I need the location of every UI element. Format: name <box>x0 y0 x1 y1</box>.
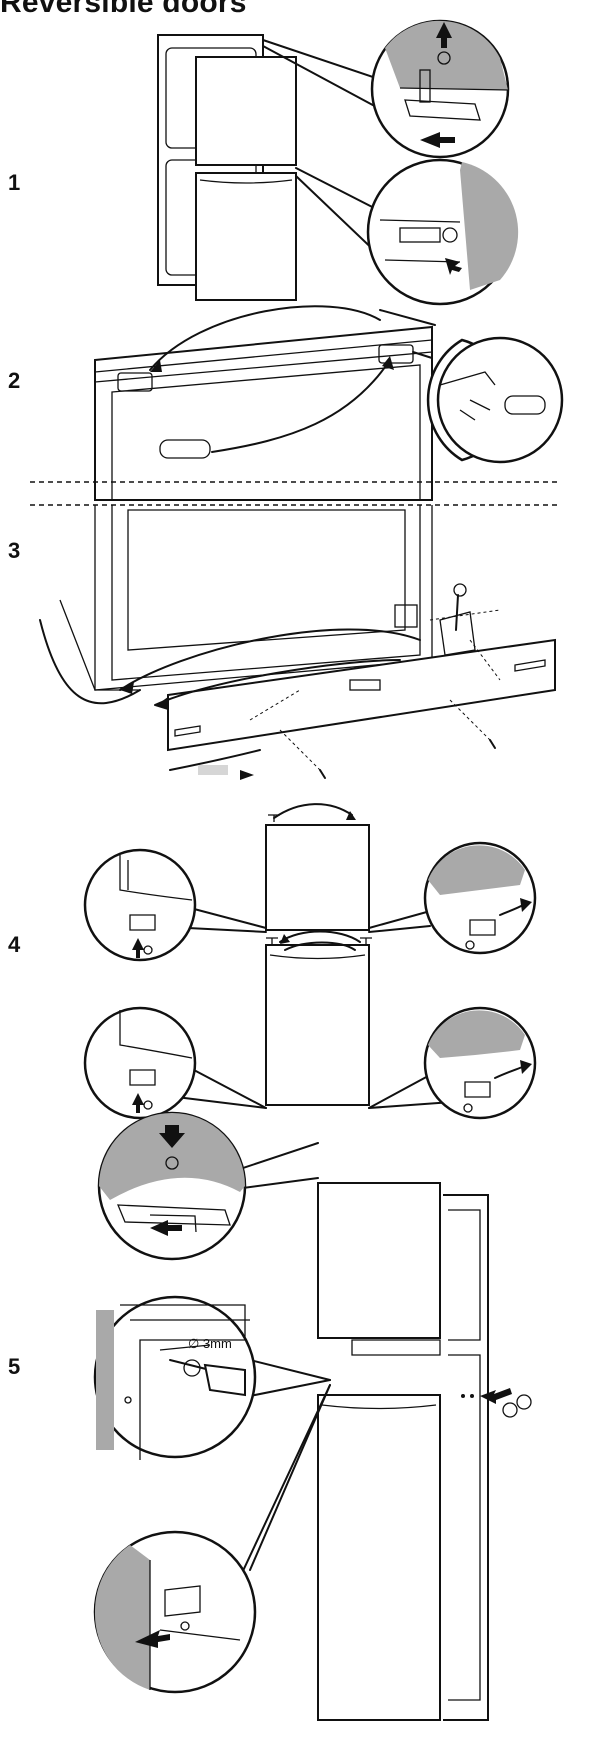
arrow-up-icon <box>132 938 144 958</box>
step-2-detail-handle <box>426 336 564 464</box>
arrow-up-icon <box>132 1093 144 1113</box>
drill-icon <box>203 1363 246 1397</box>
step-5-detail-drill: ∅ 3mm <box>93 1295 257 1460</box>
arrow-up-icon <box>436 22 452 48</box>
kick-plate <box>167 638 556 752</box>
step-number-4: 4 <box>8 932 21 957</box>
curved-arrow-icon <box>520 1060 532 1074</box>
drill-size-label: ∅ 3mm <box>188 1336 232 1351</box>
step-4-detail-upper-left <box>83 848 197 962</box>
screw-icon <box>268 814 280 822</box>
upper-door <box>265 824 370 931</box>
step-4-doors-illustration <box>159 803 481 1109</box>
step-4-detail-lower-left <box>83 1006 197 1120</box>
arrow-left-icon <box>480 1388 512 1404</box>
arrow-right-icon <box>240 770 254 780</box>
step-number-2: 2 <box>8 368 21 393</box>
cap-icon <box>502 1402 518 1418</box>
step-5-detail-top-pin <box>97 1111 247 1261</box>
step-1-fridge-illustration <box>157 34 383 301</box>
arrow-down-icon <box>159 1125 185 1148</box>
step-5-detail-bottom-hinge <box>93 1530 257 1694</box>
arrow-right-icon <box>445 258 462 275</box>
step-4-detail-lower-right <box>423 1006 537 1120</box>
curved-arrow-icon <box>150 360 162 372</box>
step-4-detail-upper-right <box>423 841 537 955</box>
upper-door <box>195 56 297 166</box>
page-title: Reversible doors <box>0 0 247 19</box>
arrow-left-icon <box>150 1220 182 1236</box>
screw-icon <box>319 769 326 779</box>
arrow-right-icon <box>135 1630 170 1648</box>
step-number-3: 3 <box>8 538 21 563</box>
step-2-door-illustration <box>94 305 436 501</box>
curved-arrow-icon <box>520 898 532 912</box>
step-number-5: 5 <box>8 1354 21 1379</box>
step-number-1: 1 <box>8 170 21 195</box>
step-5-fridge-illustration <box>212 1142 532 1721</box>
lower-door <box>195 172 297 301</box>
arrow-left-icon <box>420 132 455 148</box>
break-lines <box>30 481 560 506</box>
step-1-detail-bottom-hinge <box>366 158 519 306</box>
step-1-detail-top-hinge <box>370 19 510 159</box>
lower-door <box>265 944 370 1106</box>
step-3-door-bottom-illustration <box>39 505 556 780</box>
screw-icon <box>437 51 451 65</box>
lower-door <box>317 1394 441 1721</box>
cap-icon <box>165 1156 179 1170</box>
upper-door <box>317 1182 441 1339</box>
